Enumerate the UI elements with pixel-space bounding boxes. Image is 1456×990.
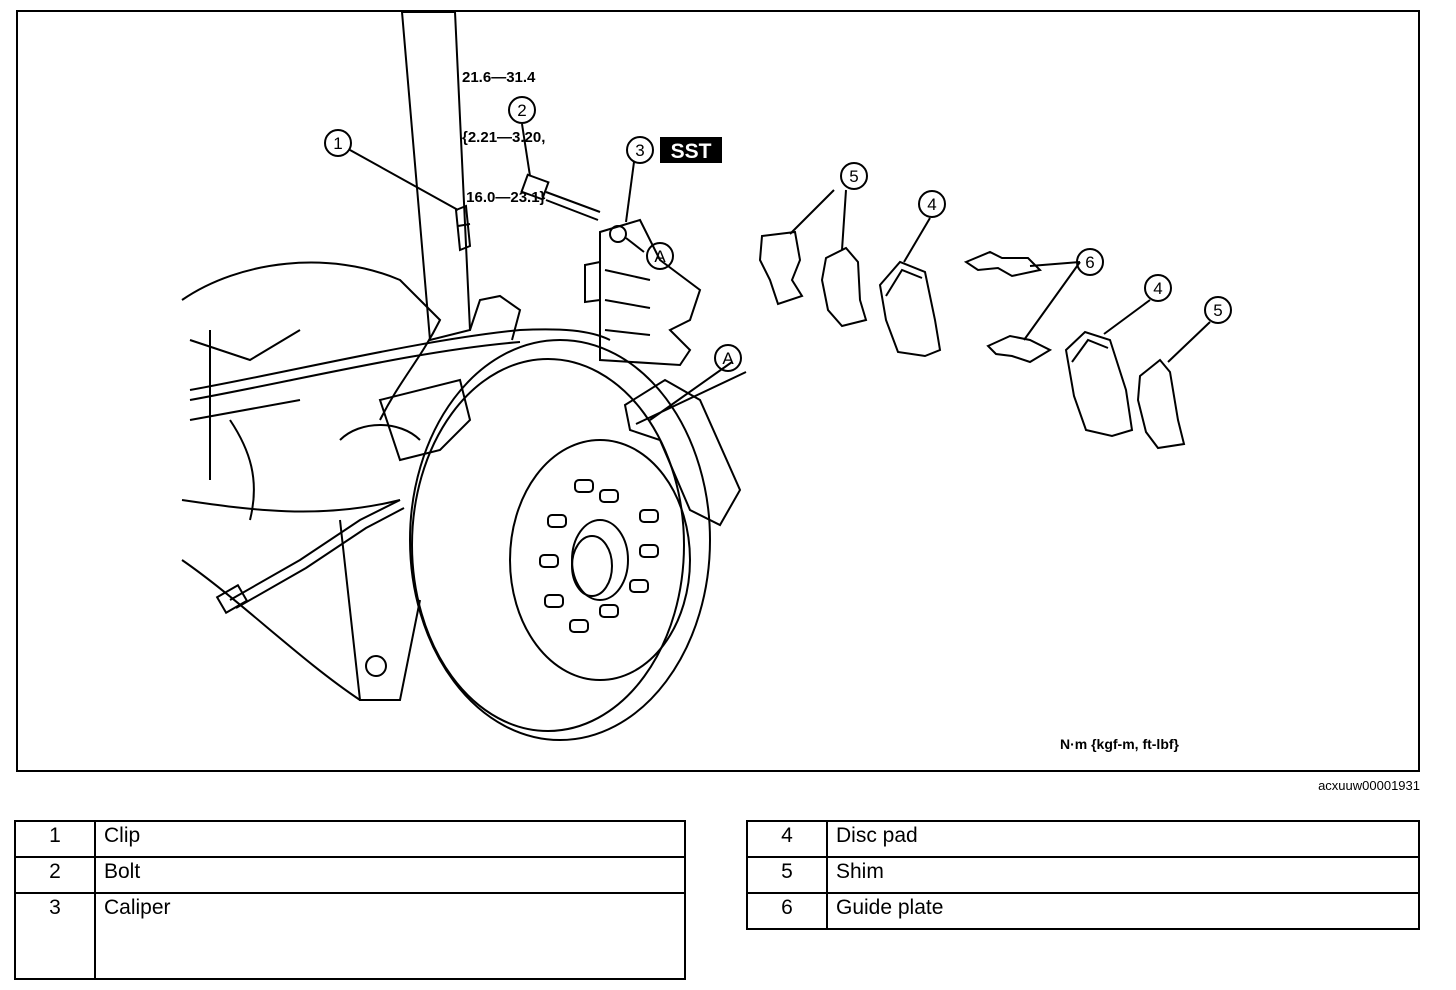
legend-part-name: Disc pad [826, 820, 1420, 858]
callout-4-left: 4 [927, 195, 936, 214]
callout-1: 1 [333, 134, 342, 153]
legend-number: 4 [746, 820, 828, 858]
legend-row: 3 Caliper [14, 892, 686, 980]
shim-part-left-b [820, 246, 868, 328]
legend-number: 6 [746, 892, 828, 930]
callout-6: 6 [1085, 253, 1094, 272]
callout-5-left: 5 [849, 167, 858, 186]
legend-part-name: Shim [826, 856, 1420, 894]
legend-part-name: Caliper [94, 892, 686, 980]
caliper-bracket [623, 378, 742, 527]
legend-table-right: 4 Disc pad 5 Shim 6 Guide plate [746, 820, 1420, 930]
legend-number: 2 [14, 856, 96, 894]
brake-rotor [409, 339, 711, 741]
disc-pad-right [1064, 330, 1134, 438]
bolt-part [520, 173, 550, 201]
callout-2: 2 [517, 101, 526, 120]
figure-id: acxuuw00001931 [1318, 778, 1420, 793]
disc-pad-left [878, 260, 942, 358]
shim-part-right [1136, 358, 1186, 450]
shim-part-left-a [758, 230, 804, 306]
legend-row: 2 Bolt [14, 856, 686, 894]
brake-cable [189, 328, 611, 391]
torque-spec: 21.6—31.4 {2.21—3.20, 16.0—23.1} [462, 28, 545, 228]
sst-badge [660, 137, 722, 163]
diagram-frame [16, 10, 1420, 772]
torque-spec-line-1: 21.6—31.4 [462, 69, 536, 86]
steering-knuckle [378, 378, 472, 462]
suspension-arm [181, 261, 442, 421]
callout-3: 3 [635, 141, 644, 160]
legend-part-name: Clip [94, 820, 686, 858]
rotor-hub [509, 439, 691, 681]
legend-number: 3 [14, 892, 96, 980]
caliper-body [599, 218, 702, 367]
legend-row: 5 Shim [746, 856, 1420, 894]
torque-units-label: N·m {kgf-m, ft-lbf} [1060, 736, 1179, 752]
torque-spec-line-3: 16.0—23.1} [462, 189, 546, 206]
legend-table-left: 1 Clip 2 Bolt 3 Caliper [14, 820, 686, 980]
callout-a-lower: A [722, 349, 734, 368]
clip-part [454, 204, 472, 252]
callout-4-right: 4 [1153, 279, 1162, 298]
legend-row: 6 Guide plate [746, 892, 1420, 930]
sst-label: SST [671, 140, 712, 163]
legend-row: 1 Clip [14, 820, 686, 858]
brake-hose [229, 499, 401, 601]
legend-number: 1 [14, 820, 96, 858]
torque-spec-line-2: {2.21—3.20, [462, 129, 546, 146]
legend-number: 5 [746, 856, 828, 894]
legend-part-name: Bolt [94, 856, 686, 894]
guide-plate-upper [963, 250, 1043, 278]
legend-row: 4 Disc pad [746, 820, 1420, 858]
callout-a-upper: A [654, 247, 666, 266]
callout-5-right: 5 [1213, 301, 1222, 320]
legend-part-name: Guide plate [826, 892, 1420, 930]
guide-plate-lower [986, 334, 1053, 364]
